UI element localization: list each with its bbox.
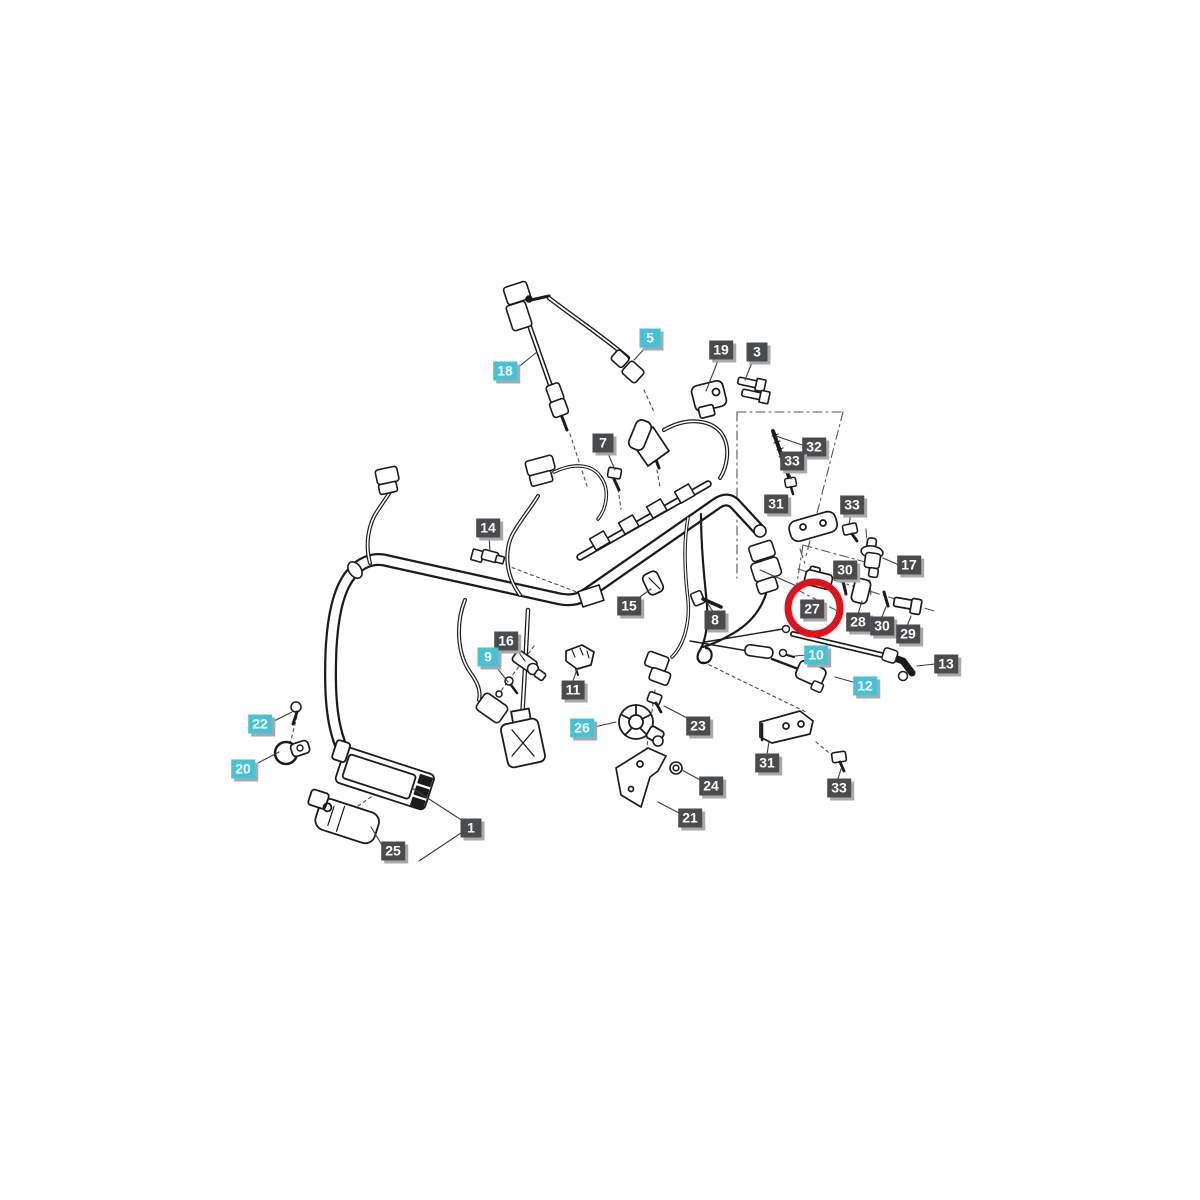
part-20-clamp	[273, 739, 311, 766]
fuel-rail	[576, 480, 712, 561]
part-33c-bolt	[830, 750, 848, 773]
part-23-bolt	[646, 691, 664, 747]
part-label-14[interactable]: 14	[476, 518, 500, 538]
part-label-25[interactable]: 25	[381, 841, 405, 861]
part-31a-bracket	[788, 510, 839, 543]
part-11-connector	[565, 644, 595, 676]
highlight-circle	[784, 578, 844, 638]
part-label-10[interactable]: 10	[804, 645, 828, 665]
ecu-module	[331, 739, 435, 811]
part-label-18[interactable]: 18	[493, 361, 517, 381]
part-15-clamp	[641, 570, 665, 596]
part-label-31a[interactable]: 31	[764, 494, 788, 514]
part-label-29[interactable]: 29	[896, 624, 920, 644]
part-label-15[interactable]: 15	[617, 596, 641, 616]
part-label-11[interactable]: 11	[561, 680, 585, 700]
part-label-21[interactable]: 21	[678, 808, 702, 828]
part-label-1[interactable]: 1	[460, 818, 482, 838]
main-harness-tube	[323, 493, 767, 790]
part-label-22[interactable]: 22	[248, 714, 272, 734]
part-22-screw	[290, 701, 302, 726]
part-label-13[interactable]: 13	[934, 654, 958, 674]
part-label-33c[interactable]: 33	[827, 778, 851, 798]
part-21-bracket	[615, 747, 667, 808]
part-label-31b[interactable]: 31	[755, 753, 779, 773]
part-label-12[interactable]: 12	[853, 676, 877, 696]
part-label-33b[interactable]: 33	[840, 495, 864, 515]
part-3-bolts	[736, 376, 771, 405]
part-label-16[interactable]: 16	[494, 631, 518, 651]
part-16-sensor	[511, 649, 547, 682]
part-26-horn	[618, 704, 665, 744]
part-label-30b[interactable]: 30	[870, 616, 894, 636]
part-label-30a[interactable]: 30	[833, 560, 857, 580]
cable-13	[704, 624, 916, 682]
cable-10-12	[689, 640, 827, 694]
part-18-sensor-cable	[502, 280, 570, 432]
part-label-20[interactable]: 20	[231, 759, 255, 779]
branch-connectors-left	[365, 454, 609, 724]
part-31b-bracket	[759, 710, 814, 744]
part-17-sensor	[860, 537, 884, 579]
part-label-33a[interactable]: 33	[780, 451, 804, 471]
part-19-sensor	[690, 379, 728, 419]
part-label-27[interactable]: 27	[800, 599, 824, 619]
part-label-23[interactable]: 23	[686, 716, 710, 736]
part-label-17[interactable]: 17	[897, 555, 921, 575]
part-label-32[interactable]: 32	[802, 437, 826, 457]
part-33a-bolt	[783, 476, 798, 496]
part-9-screw	[495, 676, 519, 698]
part-label-3[interactable]: 3	[746, 342, 768, 362]
part-33b-bolt	[841, 522, 859, 543]
part-label-26[interactable]: 26	[570, 718, 594, 738]
part-label-9[interactable]: 9	[477, 647, 499, 667]
part-label-7[interactable]: 7	[592, 433, 614, 453]
part-14-sensor	[470, 548, 506, 565]
part-5-sensor-cable	[525, 294, 645, 384]
part-label-28[interactable]: 28	[846, 612, 870, 632]
part-25-cover	[307, 788, 380, 845]
part-24-nut	[669, 761, 683, 775]
top-bracket-sensor	[627, 419, 730, 480]
part-label-19[interactable]: 19	[709, 340, 733, 360]
branch-connectors-right	[643, 512, 800, 686]
part-8-bolt	[689, 589, 723, 609]
part-label-5[interactable]: 5	[639, 328, 661, 348]
part-label-8[interactable]: 8	[704, 610, 726, 630]
part-label-24[interactable]: 24	[699, 776, 723, 796]
